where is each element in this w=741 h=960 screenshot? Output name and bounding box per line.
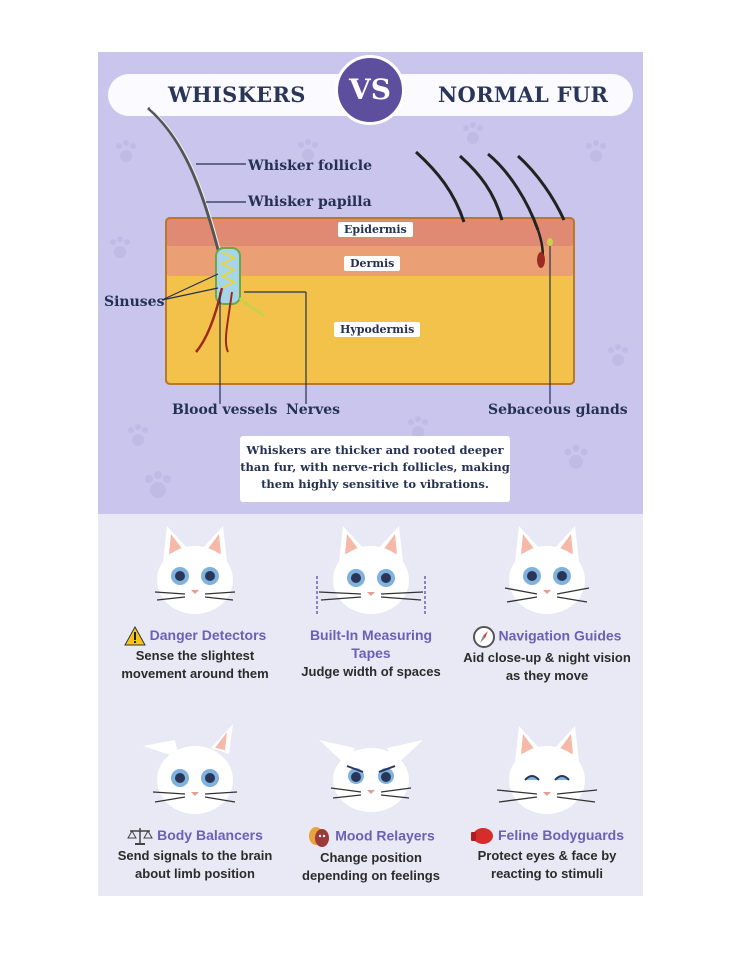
- label-dermis: Dermis: [344, 256, 401, 271]
- label-sinuses: Sinuses: [104, 294, 165, 310]
- card-title: Mood Relayers: [335, 827, 435, 844]
- card-title: Body Balancers: [157, 827, 263, 843]
- card-description: Aid close-up & night vision as they move: [463, 650, 631, 683]
- card-danger-detectors: Danger Detectors Sense the slightest mov…: [110, 522, 280, 683]
- functions-section: Danger Detectors Sense the slightest mov…: [98, 514, 643, 896]
- card-title: Built-In Measuring Tapes: [309, 627, 433, 661]
- diagram-caption: Whiskers are thicker and rooted deeper t…: [240, 436, 510, 502]
- label-epidermis: Epidermis: [338, 222, 413, 237]
- infographic: WHISKERS NORMAL FUR VS: [98, 52, 643, 896]
- card-title: Feline Bodyguards: [497, 827, 625, 843]
- card-description: Sense the slightest movement around them: [121, 648, 269, 682]
- theater-masks-icon: [307, 826, 331, 848]
- card-title: Danger Detectors: [149, 627, 267, 643]
- cat-face-illustration: [143, 724, 238, 814]
- normal-fur-title: NORMAL FUR: [438, 82, 609, 107]
- label-blood-vessels: Blood vessels: [172, 402, 278, 418]
- cat-face-illustration: [504, 526, 590, 614]
- scales-icon: [127, 826, 153, 846]
- label-sebaceous-glands: Sebaceous glands: [488, 402, 628, 418]
- card-body-balancers: Body Balancers Send signals to the brain…: [110, 722, 280, 883]
- cat-face-illustration: [496, 726, 598, 814]
- sebaceous-gland: [547, 238, 553, 246]
- label-whisker-follicle: Whisker follicle: [248, 158, 373, 174]
- warning-icon: [123, 626, 146, 646]
- diagram-section: WHISKERS NORMAL FUR VS: [98, 52, 643, 514]
- card-measuring-tapes: Built-In Measuring Tapes Judge width of …: [286, 522, 456, 681]
- skin-cross-section: [147, 106, 575, 404]
- label-whisker-papilla: Whisker papilla: [248, 194, 372, 210]
- fur-follicle: [537, 252, 545, 268]
- cat-face-illustration: [319, 740, 423, 812]
- whiskers-title: WHISKERS: [168, 82, 306, 107]
- card-feline-bodyguards: Feline Bodyguards Protect eyes & face by…: [462, 722, 632, 883]
- label-hypodermis: Hypodermis: [334, 322, 421, 337]
- vs-badge: VS: [335, 55, 405, 125]
- card-description: Protect eyes & face by reacting to stimu…: [477, 848, 617, 882]
- card-title: Navigation Guides: [498, 627, 622, 644]
- card-description: Change position depending on feelings: [302, 850, 440, 883]
- card-mood-relayers: Mood Relayers Change position depending …: [286, 722, 456, 885]
- card-description: Judge width of spaces: [301, 664, 441, 679]
- cat-face-illustration: [316, 526, 426, 614]
- card-description: Send signals to the brain about limb pos…: [117, 848, 273, 882]
- label-nerves: Nerves: [286, 402, 341, 418]
- boxing-glove-icon: [470, 826, 494, 846]
- fur-hair: [414, 150, 466, 223]
- compass-icon: [472, 626, 495, 648]
- card-navigation-guides: Navigation Guides Aid close-up & night v…: [462, 522, 632, 685]
- paw-print-pattern: [110, 122, 628, 498]
- cat-face-illustration: [154, 526, 236, 614]
- nerve-line: [238, 296, 266, 318]
